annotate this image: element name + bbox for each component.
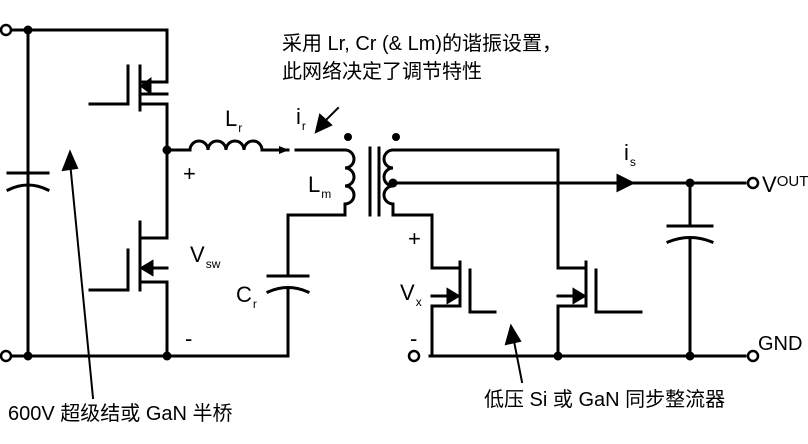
sw-minus-sign: - <box>185 326 193 351</box>
vsw-label: Vsw <box>190 242 221 271</box>
ir-label: ir <box>296 104 306 133</box>
resonant-note-line2: 此网络决定了调节特性 <box>282 61 482 83</box>
transformer <box>343 133 400 217</box>
secondary-lower-lead <box>391 202 434 270</box>
vx-label: Vx <box>400 280 422 309</box>
input-rails <box>8 28 287 358</box>
lr-label: Lr <box>225 106 243 135</box>
resonant-inductor <box>165 139 347 154</box>
resonant-note-line1: 采用 Lr, Cr (& Lm)的谐振设置， <box>282 33 563 55</box>
low-side-switch <box>88 148 169 358</box>
x-plus-sign: + <box>408 226 421 251</box>
cr-label: Cr <box>236 282 257 311</box>
output-rail <box>391 173 760 193</box>
annotation-arrows <box>61 106 524 400</box>
half-bridge-note: 600V 超级结或 GaN 半桥 <box>8 403 233 425</box>
lm-label: Lm <box>308 172 332 201</box>
resonant-capacitor <box>266 213 347 358</box>
vout-terminal-label: VOUT <box>762 172 808 197</box>
x-minus-sign: - <box>410 326 418 351</box>
input-terminals <box>0 23 13 363</box>
ground-rail <box>407 349 760 363</box>
sync-rectifier-1 <box>430 260 497 358</box>
high-side-switch <box>88 28 169 152</box>
rectifier-note: 低压 Si 或 GaN 同步整流器 <box>484 389 726 411</box>
sync-rectifier-2 <box>556 260 643 358</box>
is-label: is <box>624 140 636 169</box>
secondary-upper-lead <box>391 148 560 270</box>
input-capacitor <box>5 171 51 193</box>
output-capacitor <box>666 181 714 358</box>
gnd-terminal-label: GND <box>758 333 803 355</box>
sw-plus-sign: + <box>183 161 196 186</box>
